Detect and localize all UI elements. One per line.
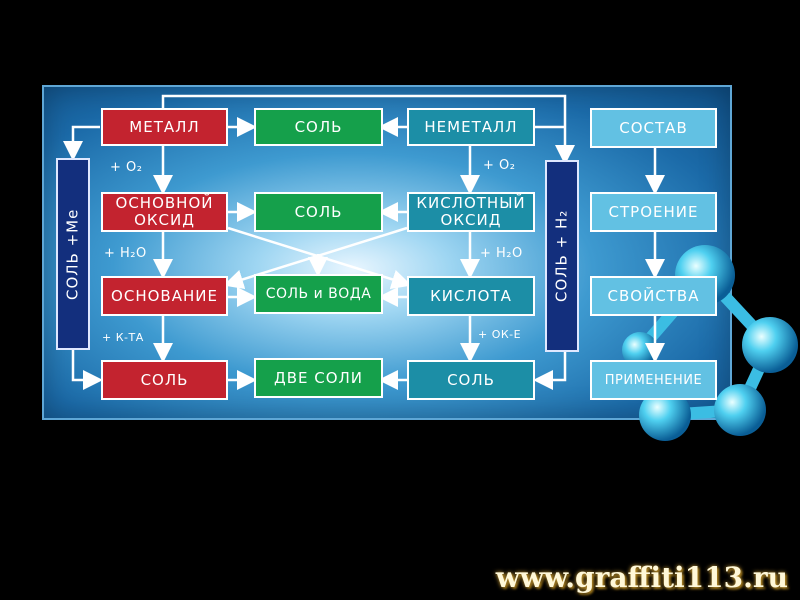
salt-water-box: СОЛЬ и ВОДА [254, 274, 383, 314]
structure-box: СТРОЕНИЕ [590, 192, 717, 232]
right-salt-box: СОЛЬ [407, 360, 535, 400]
molecule-decoration [622, 245, 798, 441]
label-acid-left: + К-ТА [102, 331, 144, 344]
application-box: ПРИМЕНЕНИЕ [590, 360, 717, 400]
base-box: ОСНОВАНИЕ [101, 276, 228, 316]
label-o2-right: + O₂ [483, 158, 516, 173]
label-o2-left: + O₂ [110, 160, 143, 175]
label-h2o-right: + H₂O [480, 246, 523, 261]
properties-box: СВОЙСТВА [590, 276, 717, 316]
salt-plus-hydrogen-bar: СОЛЬ + H₂ [545, 160, 579, 352]
acid-oxide-box: КИСЛОТНЫЙ ОКСИД [407, 192, 535, 232]
acid-box: КИСЛОТА [407, 276, 535, 316]
nonmetal-box: НЕМЕТАЛЛ [407, 108, 535, 146]
salt-box-1: СОЛЬ [254, 108, 383, 146]
basic-oxide-box: ОСНОВНОЙ ОКСИД [101, 192, 228, 232]
watermark: www.graffiti113.ru [495, 561, 788, 594]
two-salts-box: ДВЕ СОЛИ [254, 358, 383, 398]
label-ok-right: + ОК-Е [478, 328, 522, 341]
salt-box-2: СОЛЬ [254, 192, 383, 232]
label-h2o-left: + H₂O [104, 246, 147, 261]
composition-box: СОСТАВ [590, 108, 717, 148]
salt-plus-metal-bar: СОЛЬ +Me [56, 158, 90, 350]
left-salt-box: СОЛЬ [101, 360, 228, 400]
metal-box: МЕТАЛЛ [101, 108, 228, 146]
